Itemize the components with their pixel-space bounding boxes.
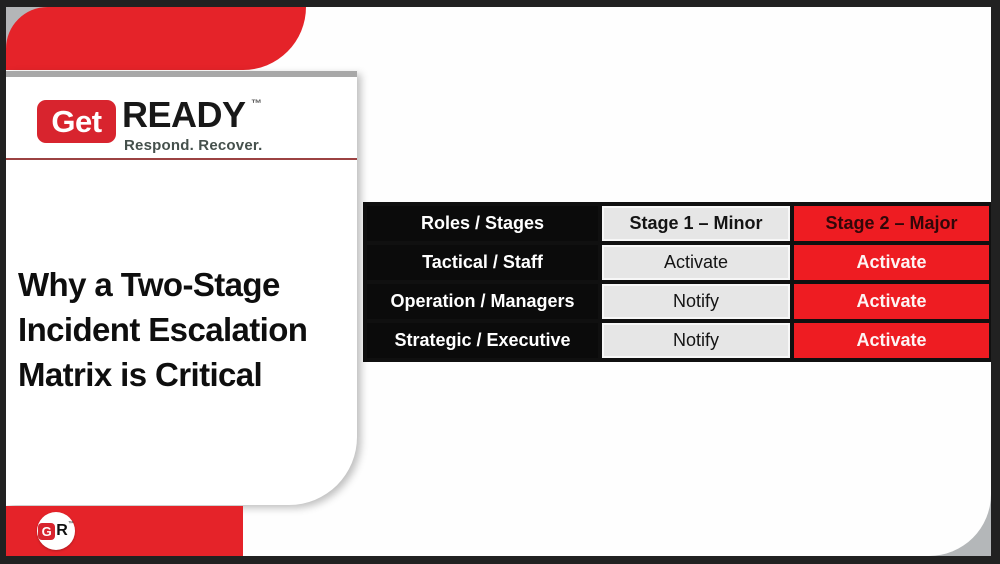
role-cell: Strategic / Executive [367,323,598,358]
table-header-stage1: Stage 1 – Minor [602,206,790,241]
brand-tagline: Respond. Recover. [124,137,263,154]
trademark-symbol: ™ [251,98,262,110]
stage2-cell: Activate [794,323,989,358]
gr-monogram-trademark: ™ [67,521,74,527]
stage1-cell: Activate [602,245,790,280]
title-line: Incident Escalation [18,311,308,348]
table-header-roles: Roles / Stages [367,206,598,241]
logo-divider-line [6,158,357,160]
table-header-stage2: Stage 2 – Major [794,206,989,241]
get-badge: Get [37,100,116,143]
stage2-cell: Activate [794,245,989,280]
gr-monogram: G R ™ [37,512,75,550]
gr-monogram-r: R [56,522,68,539]
red-footer-bar: G R ™ [6,506,243,556]
stage1-cell: Notify [602,323,790,358]
ready-wordmark: READY [122,94,246,135]
escalation-matrix-table: Roles / Stages Stage 1 – Minor Stage 2 –… [363,202,991,362]
title-line: Matrix is Critical [18,356,263,393]
red-ribbon-top [6,7,306,70]
slide-title: Why a Two-Stage Incident Escalation Matr… [18,262,308,397]
brand-card: Get READY ™ Respond. Recover. Why a Two-… [6,71,357,505]
title-line: Why a Two-Stage [18,266,280,303]
stage1-cell: Notify [602,284,790,319]
corner-notch-bottom-right [929,494,991,556]
slide-canvas: Get READY ™ Respond. Recover. Why a Two-… [6,7,991,556]
role-cell: Operation / Managers [367,284,598,319]
gr-monogram-g-icon: G [38,522,56,540]
stage2-cell: Activate [794,284,989,319]
role-cell: Tactical / Staff [367,245,598,280]
get-badge-label: Get [51,103,102,139]
